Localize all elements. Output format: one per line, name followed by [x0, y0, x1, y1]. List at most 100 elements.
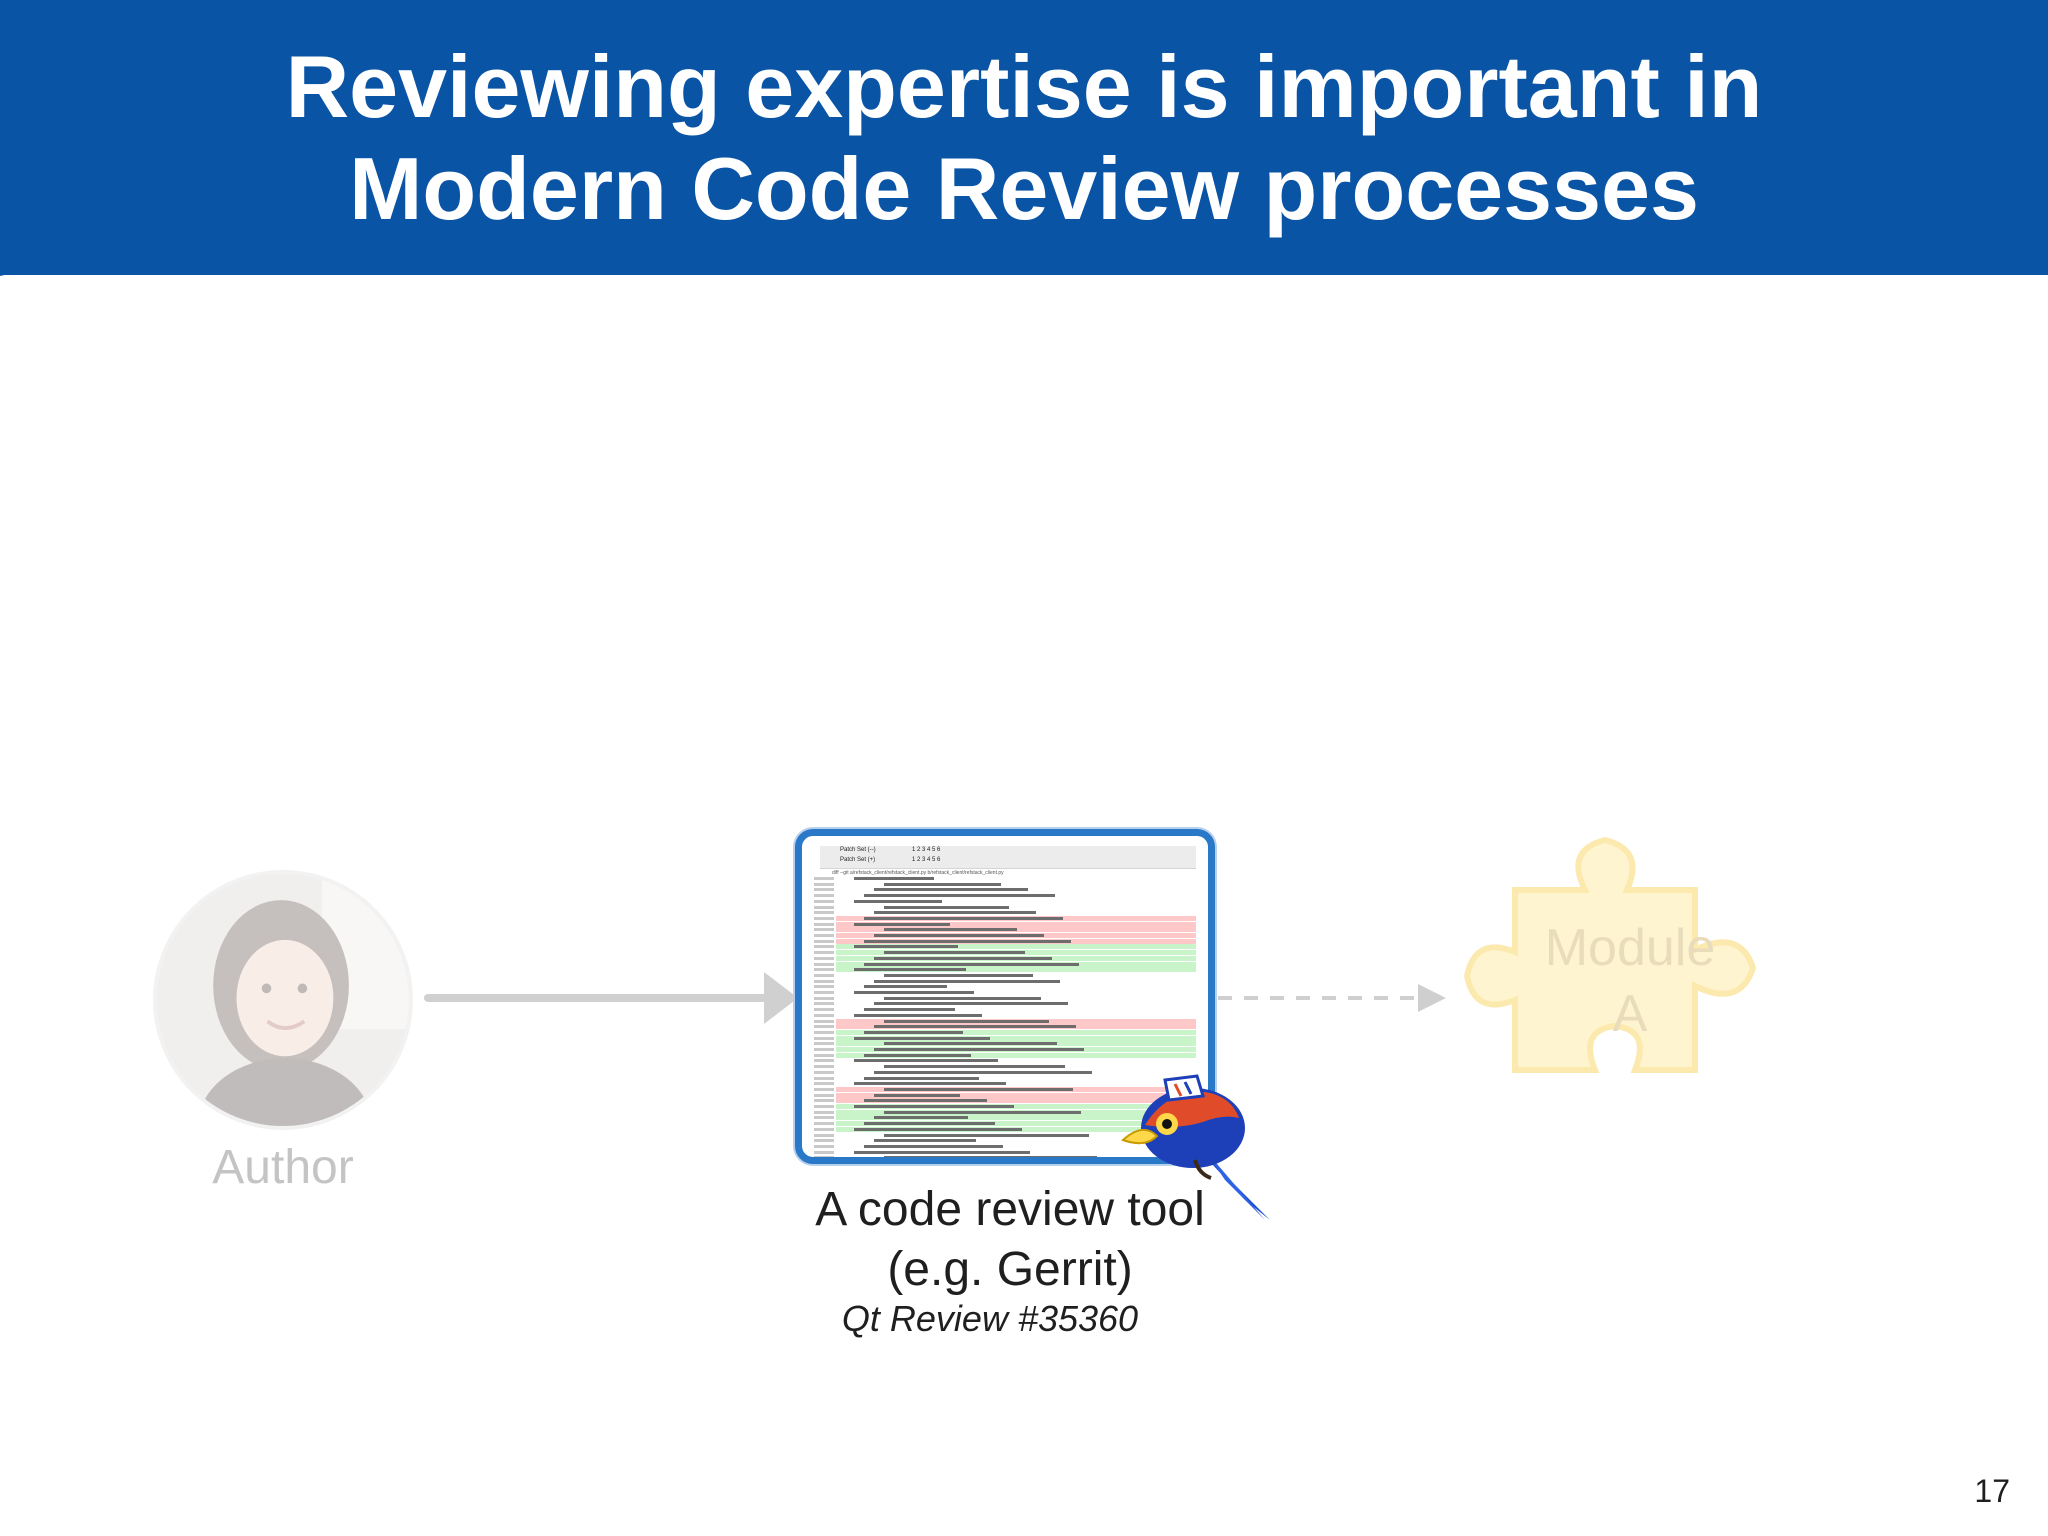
slide-title-line-2: Modern Code Review processes — [349, 139, 1699, 238]
diff-line-number — [814, 1059, 834, 1063]
diff-line-number — [814, 1048, 834, 1051]
diff-line-code — [874, 1002, 1068, 1006]
diff-line-code — [854, 899, 942, 903]
diff-line — [814, 915, 1196, 921]
diff-line-code — [864, 985, 947, 989]
diff-line-code — [874, 1139, 976, 1143]
diff-line — [814, 1064, 1196, 1069]
diff-line — [814, 1121, 1196, 1127]
diff-line-code — [884, 951, 1025, 955]
diff-added-highlight — [836, 1121, 1196, 1127]
diff-line — [814, 1029, 1196, 1035]
diff-line-number — [814, 1019, 834, 1023]
diff-line-number — [814, 1070, 834, 1074]
diff-line-code — [854, 968, 966, 972]
diff-line — [814, 933, 1196, 938]
diff-line-code — [854, 1082, 1006, 1086]
diff-line-code — [874, 1048, 1084, 1051]
diff-line-code — [874, 956, 1052, 960]
diff-line — [814, 1133, 1196, 1138]
diff-line-number — [814, 973, 834, 977]
diff-line — [814, 1070, 1196, 1075]
diff-line-code — [874, 1093, 960, 1097]
diff-line — [814, 1041, 1196, 1047]
diff-line — [814, 1138, 1196, 1143]
tool-caption: A code review tool (e.g. Gerrit) — [700, 1180, 1320, 1300]
diff-line-number — [814, 922, 834, 926]
diff-line-code — [864, 1053, 971, 1057]
diff-line — [814, 1115, 1196, 1121]
diff-line-code — [854, 991, 974, 994]
diff-line-number — [814, 899, 834, 903]
diff-line — [814, 1081, 1196, 1086]
diff-added-highlight — [836, 944, 1196, 950]
diff-line-number — [814, 1099, 834, 1103]
diff-line — [814, 1086, 1196, 1092]
diff-line-code — [864, 1030, 963, 1034]
diff-line-code — [854, 877, 934, 880]
patch-set-header: Patch Set (--) Patch Set (+) 1 2 3 4 5 6… — [820, 846, 1196, 869]
diff-line-number — [814, 1053, 834, 1057]
diff-line — [814, 1052, 1196, 1058]
diff-removed-highlight — [836, 1092, 1196, 1098]
puzzle-piece-icon — [1463, 836, 1757, 1073]
code-review-screenshot: Patch Set (--) Patch Set (+) 1 2 3 4 5 6… — [795, 829, 1215, 1164]
author-label: Author — [212, 1141, 354, 1194]
diff-lines — [814, 876, 1196, 1157]
diff-line — [814, 1035, 1196, 1041]
diff-line — [814, 876, 1196, 881]
diff-line — [814, 1155, 1196, 1157]
diff-line-number — [814, 1030, 834, 1034]
diff-line-number — [814, 1013, 834, 1017]
diff-line-code — [864, 1076, 979, 1080]
diff-line-code — [884, 882, 1001, 886]
diff-line-code — [884, 1156, 1097, 1157]
diff-line-code — [864, 962, 1079, 966]
diff-line — [814, 921, 1196, 927]
diff-line-number — [814, 916, 834, 920]
diff-line — [814, 1150, 1196, 1155]
diff-line — [814, 938, 1196, 944]
diff-line-number — [814, 979, 834, 983]
diff-line — [814, 1144, 1196, 1149]
diff-line-code — [884, 1019, 1049, 1023]
diff-line-code — [884, 996, 1041, 1000]
slide-title-line-1: Reviewing expertise is important in — [285, 37, 1763, 136]
diff-line-number — [814, 1150, 834, 1154]
module-label: Module A — [1500, 915, 1760, 1047]
diff-line — [814, 887, 1196, 892]
diff-line-number — [814, 1025, 834, 1029]
module-label-line-2: A — [1612, 985, 1648, 1043]
diff-added-highlight — [836, 1029, 1196, 1035]
diff-line-number — [814, 1116, 834, 1120]
diff-line-number — [814, 905, 834, 909]
diff-line — [814, 910, 1196, 915]
diff-line-number — [814, 1082, 834, 1086]
diff-added-highlight — [836, 1052, 1196, 1058]
diff-line — [814, 1126, 1196, 1132]
diff-line-number — [814, 945, 834, 949]
diff-line-code — [854, 945, 958, 949]
diff-line-code — [854, 1105, 1014, 1108]
diff-line-code — [864, 939, 1071, 943]
diff-removed-highlight — [836, 1098, 1196, 1104]
diff-line-code — [854, 1059, 998, 1063]
diff-line-code — [854, 1127, 1022, 1131]
diff-line-number — [814, 1156, 834, 1157]
diff-line-code — [864, 1008, 955, 1012]
author-avatar — [153, 870, 413, 1130]
diff-line-code — [874, 888, 1028, 892]
patch-set-old-label: Patch Set (--) — [840, 847, 876, 853]
tool-caption-line-1: A code review tool — [815, 1183, 1205, 1236]
diff-line-code — [874, 911, 1036, 915]
diff-line-number — [814, 1133, 834, 1137]
diff-line-code — [864, 1144, 1003, 1148]
banner-torn-edge — [0, 250, 2048, 276]
diff-line-number — [814, 1042, 834, 1046]
module-label-line-1: Module — [1544, 919, 1716, 977]
diff-line — [814, 927, 1196, 933]
diff-line-code — [864, 894, 1055, 898]
diff-line-number — [814, 1105, 834, 1108]
diff-line — [814, 984, 1196, 989]
